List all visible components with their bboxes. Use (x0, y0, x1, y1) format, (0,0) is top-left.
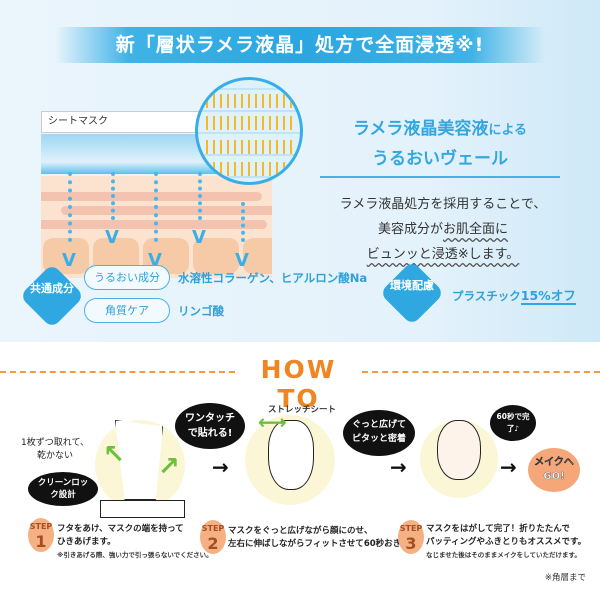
stretch-fit-bubble: ぐっと広げてピタッと密着 (343, 410, 415, 456)
ingredient-value-keratin: リンゴ酸 (178, 304, 224, 318)
step3-text: マスクをはがして完了！折りたたんでパッティングやふきとりもオススメです。なじませ… (426, 523, 586, 562)
green-arrow-right-icon: ↗ (158, 452, 180, 482)
ingredient-value-moisture: 水溶性コラーゲン、ヒアルロン酸Na (178, 271, 368, 285)
divider (320, 176, 560, 178)
step3-number: 3 (405, 534, 417, 553)
dashed-line-right (362, 371, 600, 373)
eco-badge: 環境配慮 (390, 279, 434, 292)
step2-line1: マスクをぐっと広げながら顔にのせ、 (228, 526, 373, 536)
step3-line1: マスクをはがして完了！折りたたんで (426, 524, 570, 534)
ingredient-label-moisture: うるおい成分 (84, 265, 170, 290)
one-touch-bubble: ワンタッチで貼れる! (175, 403, 245, 449)
arrow-right-icon: → (212, 455, 229, 479)
desc-line-2b: お肌全面に (443, 222, 509, 237)
feature-description: ラメラ液晶処方を採用することで、 美容成分がお肌全面に ビュンッと浸透※します。 (318, 192, 568, 267)
green-arrow-left-icon: ↖ (103, 440, 125, 470)
stretch-sheet-label: ストレッチシート (268, 405, 337, 415)
face-mask-illustration (268, 420, 314, 490)
step2-badge-label: STEP (201, 524, 225, 533)
lamella-structure-zoom (195, 77, 303, 185)
desc-line-3: ビュンッと浸透※します。 (366, 247, 520, 262)
step3-note: なじませた後はそのままメイクをしていただけます。 (426, 551, 581, 559)
step1-line1: フタをあけ、マスクの端を持って (57, 524, 184, 534)
stretch-arrow-icon: ⟷ (258, 410, 287, 434)
eco-text-main: プラスチック (452, 289, 521, 303)
makeup-go-badge: メイクへGO! (528, 448, 580, 492)
footnote: ※角層まで (544, 573, 586, 583)
step1-side-note: 1枚ずつ取れて、乾かない (20, 438, 89, 461)
sixty-seconds-bubble: 60秒で完了♪ (490, 405, 536, 441)
feature-title-line2: うるおいヴェール (372, 149, 508, 169)
arrow-right-icon: → (390, 455, 407, 479)
step1-badge-label: STEP (29, 522, 53, 531)
arrow-right-icon: → (500, 455, 517, 479)
ingredient-label-keratin: 角質ケア (84, 298, 170, 323)
step1-note: ※引きあげる際、強い力で引っ張らないでください。 (57, 551, 213, 559)
desc-line-2a: 美容成分が (377, 222, 443, 237)
eco-highlight: 15%オフ (520, 288, 576, 305)
headline-banner: 新「層状ラメラ液晶」処方で全面浸透※! (55, 27, 545, 63)
step2-text: マスクをぐっと広げながら顔にのせ、左右に伸ばしながらフィットさせて60秒おきます… (228, 525, 426, 551)
step2-number: 2 (207, 534, 219, 553)
step2-line2: 左右に伸ばしながらフィットさせて60秒おきます。 (228, 539, 426, 549)
feature-title-suffix: による (488, 123, 528, 138)
clean-lock-bubble: クリーンロック設計 (28, 472, 98, 506)
common-ingredients-badge: 共通成分 (30, 282, 74, 295)
step1-text: フタをあけ、マスクの端を持ってひきあげます。 ※引きあげる際、強い力で引っ張らない… (57, 523, 213, 562)
package-illustration (100, 500, 185, 518)
desc-line-1: ラメラ液晶処方を採用することで、 (339, 197, 547, 212)
feature-title-main: ラメラ液晶美容液 (352, 119, 489, 139)
eco-text: プラスチック15%オフ (452, 285, 576, 305)
step3-line2: パッティングやふきとりもオススメです。 (426, 537, 587, 547)
face-illustration (437, 420, 481, 480)
feature-title: ラメラ液晶美容液による うるおいヴェール (315, 115, 565, 174)
step1-line2: ひきあげます。 (57, 537, 116, 547)
sheet-mask-label: シートマスク (41, 111, 201, 133)
penetration-arrows: V V V V V (41, 172, 272, 278)
howto-title: HOW TO (260, 355, 337, 413)
dashed-line-left (0, 371, 235, 373)
step1-number: 1 (35, 532, 47, 551)
mask-sheet-illustration (115, 420, 163, 500)
step3-badge-label: STEP (399, 524, 423, 533)
